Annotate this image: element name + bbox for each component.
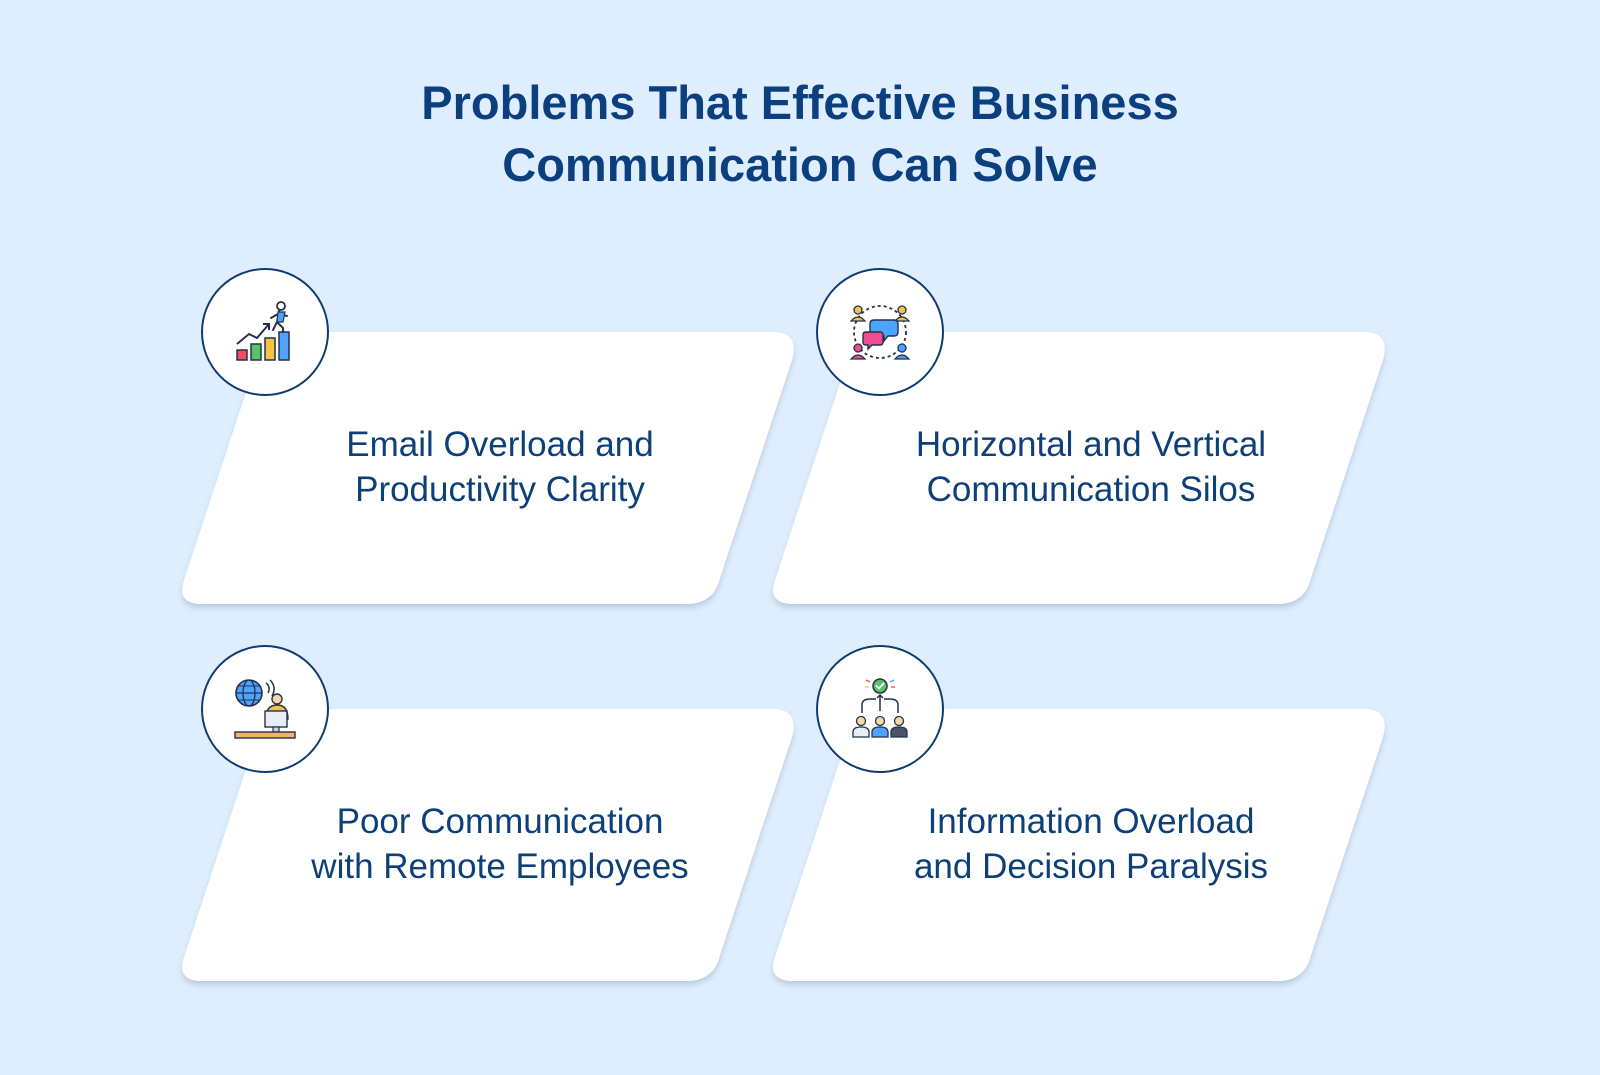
icon-badge [201, 645, 329, 773]
card-label: Information Overload and Decision Paraly… [913, 802, 1269, 886]
remote-worker-globe-icon [234, 679, 296, 739]
card-background [773, 332, 1385, 604]
card-background [773, 709, 1385, 981]
icon-badge [816, 268, 944, 396]
page-title-line-2: Communication Can Solve [502, 138, 1098, 191]
page-title-line-1: Problems That Effective Business [421, 76, 1179, 129]
icon-badge [201, 268, 329, 396]
card-label: Poor Communication with Remote Employees [311, 802, 689, 886]
card-background [182, 332, 794, 604]
card-background [182, 709, 794, 981]
team-decision-icon [852, 678, 908, 738]
problem-card-communication-silos: Horizontal and Vertical Communication Si… [771, 332, 1411, 622]
problem-card-email-overload: Email Overload and Productivity Clarity [180, 332, 820, 622]
growth-chart-climbing-icon [236, 301, 290, 361]
card-label: Horizontal and Vertical Communication Si… [915, 425, 1267, 509]
problem-card-information-overload: Information Overload and Decision Paraly… [771, 709, 1411, 999]
page-title: Problems That Effective Business Communi… [0, 72, 1600, 196]
team-chat-network-icon [849, 305, 911, 360]
problem-card-remote-employees: Poor Communication with Remote Employees [180, 709, 820, 999]
card-label: Email Overload and Productivity Clarity [346, 425, 654, 509]
icon-badge [816, 645, 944, 773]
